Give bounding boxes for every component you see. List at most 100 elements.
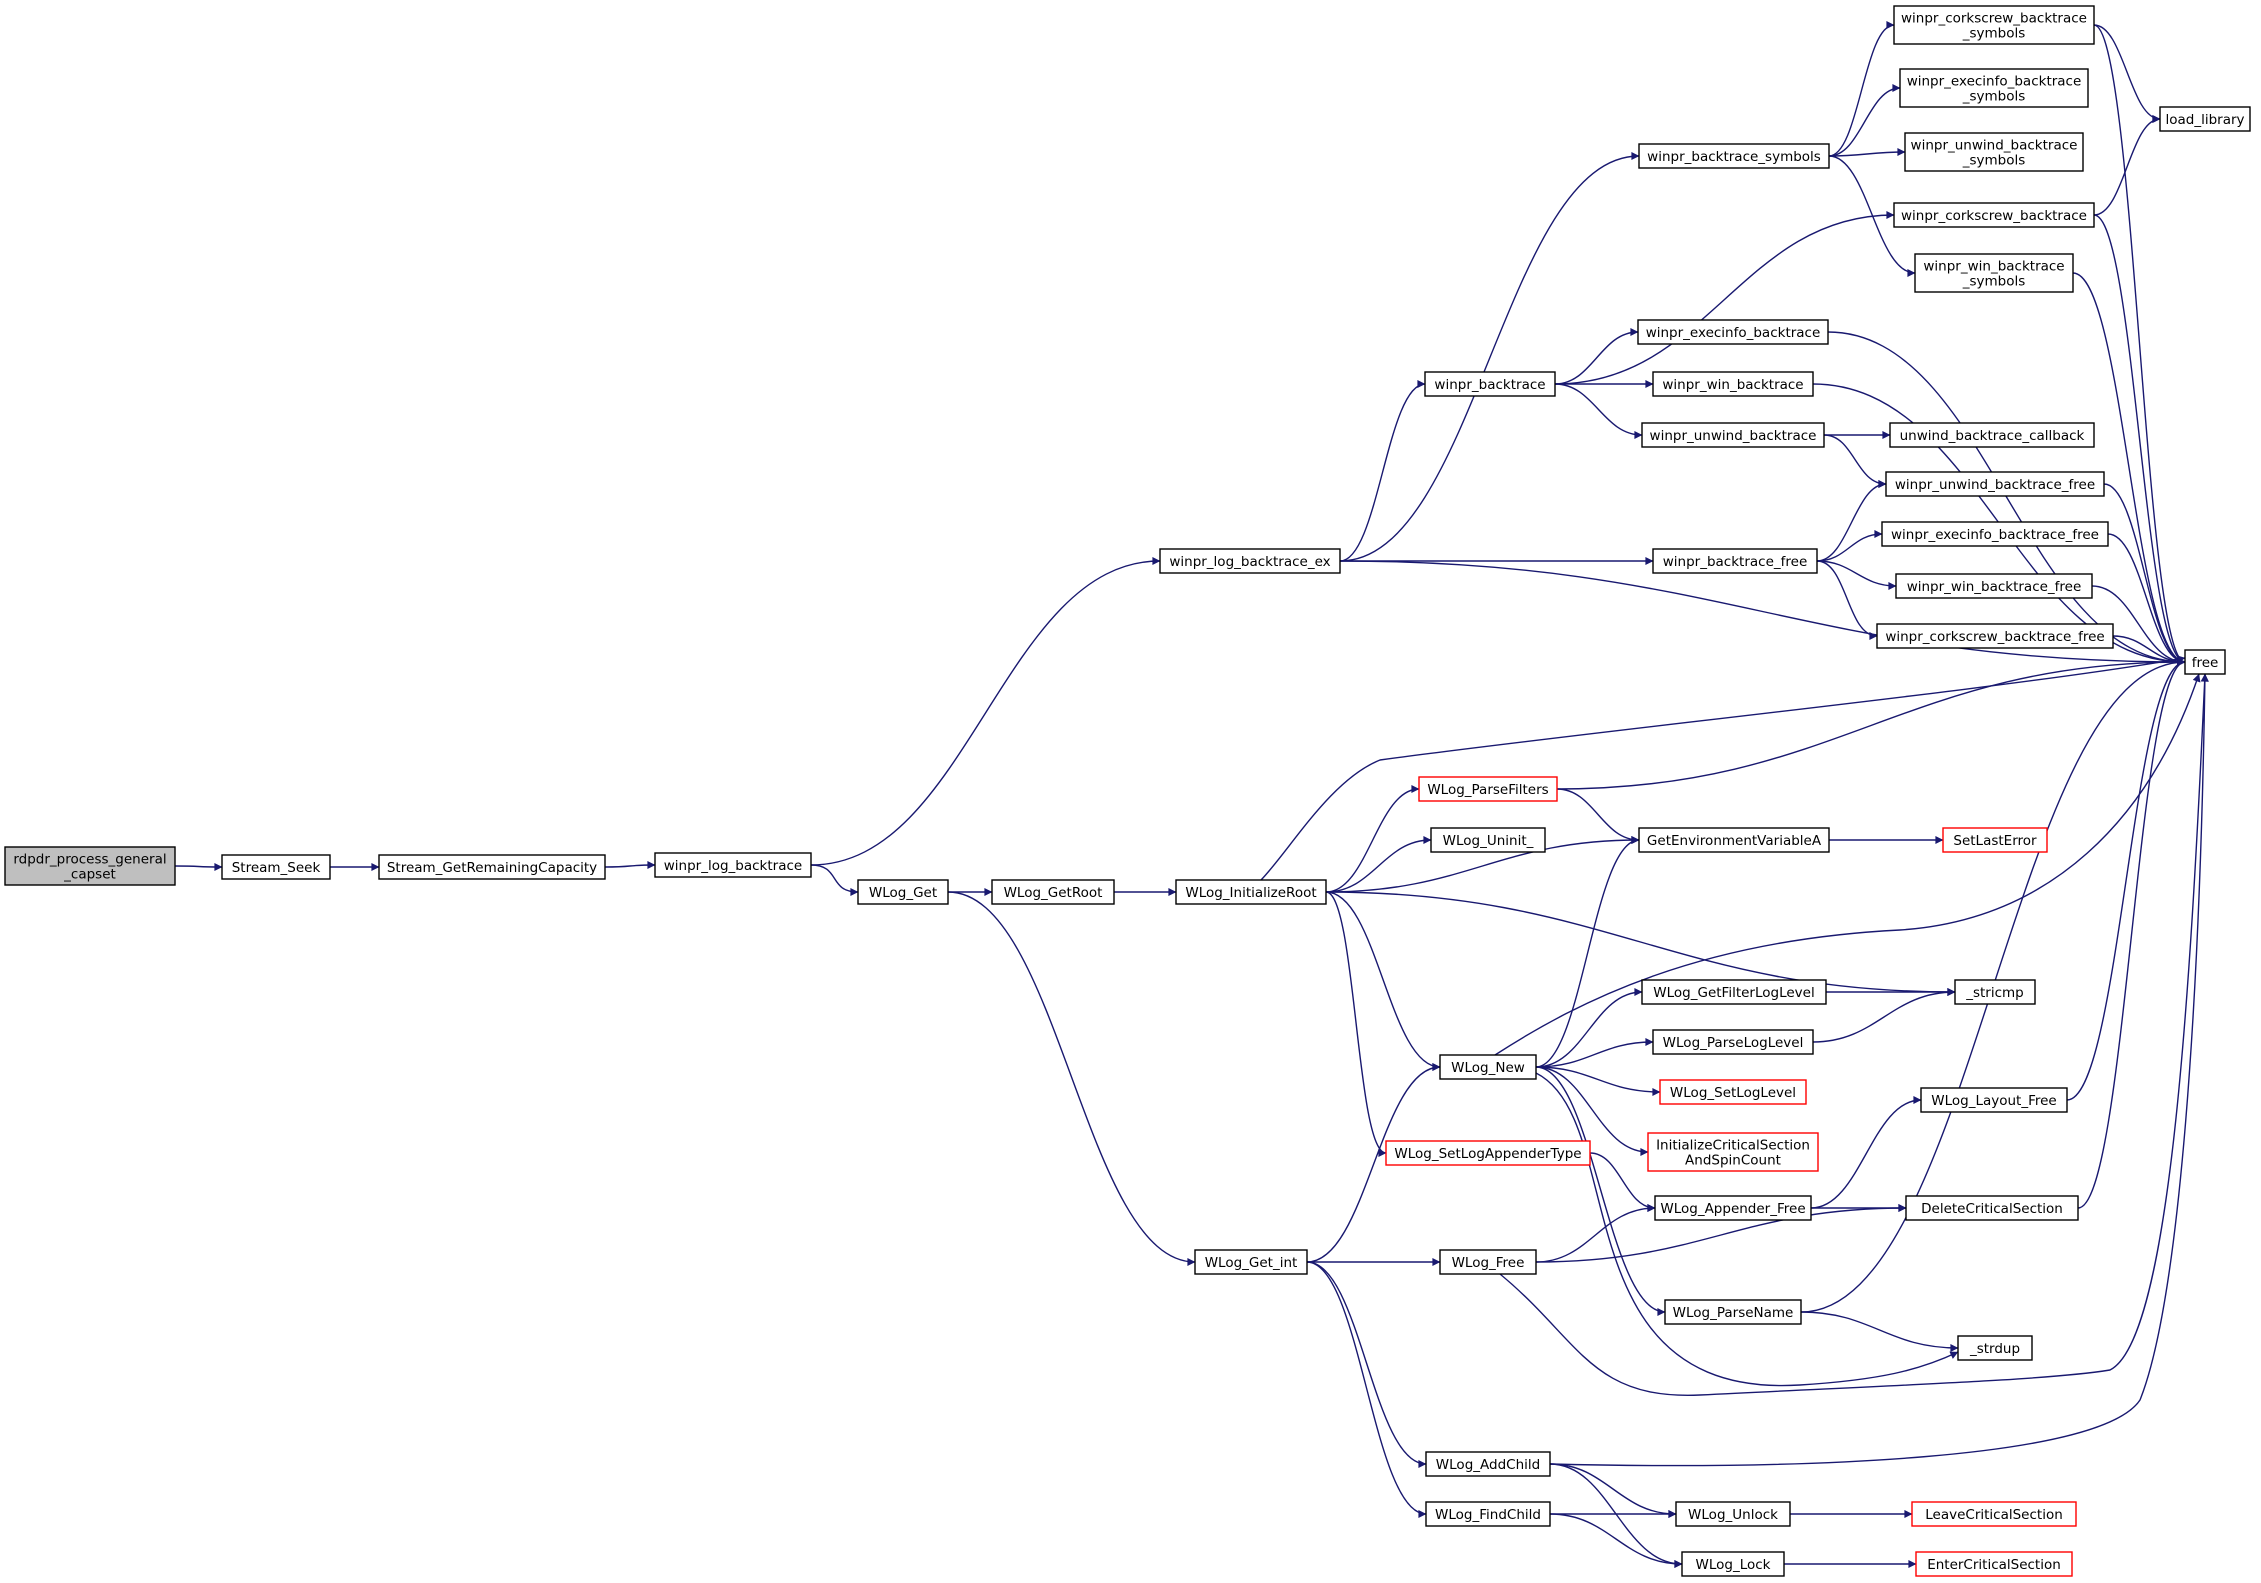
node-wlog-new[interactable]: WLog_New [1439, 1054, 1537, 1080]
node-delete-critical-section[interactable]: DeleteCriticalSection [1905, 1195, 2079, 1221]
node-wlog-get-root[interactable]: WLog_GetRoot [991, 879, 1115, 905]
node-winpr-execinfo-backtrace-symbols[interactable]: winpr_execinfo_backtrace_symbols [1899, 68, 2089, 108]
node-label: _symbols [1962, 89, 2026, 105]
node-wlog-initialize-root[interactable]: WLog_InitializeRoot [1175, 879, 1327, 905]
node-box [1915, 1551, 2073, 1577]
node-winpr-backtrace-free[interactable]: winpr_backtrace_free [1652, 548, 1818, 574]
node-label: winpr_corkscrew_backtrace_free [1885, 629, 2104, 645]
node-winpr-execinfo-backtrace-free[interactable]: winpr_execinfo_backtrace_free [1881, 521, 2109, 547]
edge-winpr-log-backtrace-to-wlog-get [810, 864, 859, 896]
node-box [1439, 1249, 1537, 1275]
node-wlog-uninit[interactable]: WLog_Uninit_ [1430, 827, 1546, 853]
node-wlog-set-log-level[interactable]: WLog_SetLogLevel [1659, 1079, 1807, 1105]
node-winpr-unwind-backtrace-free[interactable]: winpr_unwind_backtrace_free [1885, 471, 2105, 497]
node-wlog-parse-filters[interactable]: WLog_ParseFilters [1418, 776, 1558, 802]
node-box [1418, 776, 1558, 802]
node-enter-critical-section[interactable]: EnterCriticalSection [1915, 1551, 2073, 1577]
node-box [1385, 1140, 1591, 1166]
edge-wlog-new-to-wlog-parse-name [1535, 1066, 1666, 1316]
node-box [857, 879, 949, 905]
node-winpr-log-backtrace[interactable]: winpr_log_backtrace [654, 852, 812, 878]
node-box [1889, 422, 2095, 448]
node-rdpdr-process-general-capset[interactable]: rdpdr_process_general_capset [4, 846, 176, 886]
node-box [1895, 573, 2093, 599]
node-box [1664, 1299, 1802, 1325]
node-set-last-error[interactable]: SetLastError [1942, 827, 2048, 853]
edge-wlog-initialize-root-to-wlog-uninit [1325, 836, 1432, 893]
node-label: SetLastError [1953, 833, 2037, 849]
node-wlog-add-child[interactable]: WLog_AddChild [1425, 1451, 1551, 1477]
edge-wlog-find-child-to-wlog-lock [1549, 1513, 1683, 1568]
edge-wlog-get-int-to-wlog-new [1306, 1063, 1441, 1263]
node-box [1194, 1249, 1308, 1275]
node-box [1876, 623, 2114, 649]
node-label: winpr_win_backtrace [1923, 259, 2064, 275]
node-winpr-win-backtrace-free[interactable]: winpr_win_backtrace_free [1895, 573, 2093, 599]
node-box [1641, 979, 1827, 1005]
node-label: unwind_backtrace_callback [1900, 428, 2085, 444]
node-load-library[interactable]: load_library [2159, 106, 2251, 132]
node-wlog-find-child[interactable]: WLog_FindChild [1425, 1501, 1551, 1527]
node-wlog-appender-free[interactable]: WLog_Appender_Free [1654, 1195, 1812, 1221]
edge-wlog-new-to-get-environment-variable-a [1535, 836, 1640, 1068]
node-wlog-get[interactable]: WLog_Get [857, 879, 949, 905]
node-winpr-backtrace[interactable]: winpr_backtrace [1424, 371, 1556, 397]
node-label: DeleteCriticalSection [1921, 1201, 2063, 1217]
edge-wlog-new-to-wlog-parse-log-level [1535, 1038, 1654, 1068]
node-stream-seek[interactable]: Stream_Seek [221, 854, 331, 880]
node-free[interactable]: free [2184, 649, 2226, 675]
node-stricmp[interactable]: _stricmp [1954, 979, 2036, 1005]
node-stream-get-remaining-capacity[interactable]: Stream_GetRemainingCapacity [378, 854, 606, 880]
edge-wlog-free-to-free [1499, 673, 2209, 1396]
node-wlog-lock[interactable]: WLog_Lock [1681, 1551, 1785, 1577]
node-winpr-win-backtrace[interactable]: winpr_win_backtrace [1652, 371, 1814, 397]
node-wlog-set-log-appender-type[interactable]: WLog_SetLogAppenderType [1385, 1140, 1591, 1166]
node-box [1893, 5, 2095, 45]
edge-winpr-backtrace-to-winpr-execinfo-backtrace [1554, 328, 1639, 385]
edge-winpr-log-backtrace-ex-to-free [1339, 560, 2186, 666]
edge-winpr-backtrace-symbols-to-winpr-unwind-backtrace-symbols [1828, 148, 1906, 157]
node-strdup[interactable]: _strdup [1957, 1335, 2033, 1361]
node-wlog-layout-free[interactable]: WLog_Layout_Free [1920, 1087, 2068, 1113]
edge-wlog-add-child-to-free [1549, 673, 2209, 1467]
node-wlog-free[interactable]: WLog_Free [1439, 1249, 1537, 1275]
edge-wlog-free-to-delete-critical-section [1535, 1204, 1907, 1263]
node-label: InitializeCriticalSection [1656, 1138, 1810, 1154]
edge-rdpdr-process-general-capset-to-stream-seek [174, 862, 223, 871]
node-winpr-backtrace-symbols[interactable]: winpr_backtrace_symbols [1638, 143, 1830, 169]
edge-wlog-initialize-root-to-free [1260, 655, 2186, 881]
node-winpr-log-backtrace-ex[interactable]: winpr_log_backtrace_ex [1159, 548, 1341, 574]
node-label: winpr_win_backtrace [1662, 377, 1803, 393]
node-winpr-unwind-backtrace[interactable]: winpr_unwind_backtrace [1641, 422, 1825, 448]
node-wlog-parse-log-level[interactable]: WLog_ParseLogLevel [1652, 1029, 1814, 1055]
node-unwind-backtrace-callback[interactable]: unwind_backtrace_callback [1889, 422, 2095, 448]
node-wlog-get-filter-log-level[interactable]: WLog_GetFilterLogLevel [1641, 979, 1827, 1005]
node-winpr-unwind-backtrace-symbols[interactable]: winpr_unwind_backtrace_symbols [1904, 132, 2084, 172]
node-wlog-unlock[interactable]: WLog_Unlock [1675, 1501, 1791, 1527]
node-box [1637, 319, 1829, 345]
node-get-environment-variable-a[interactable]: GetEnvironmentVariableA [1638, 827, 1830, 853]
node-box [378, 854, 606, 880]
node-winpr-corkscrew-backtrace-free[interactable]: winpr_corkscrew_backtrace_free [1876, 623, 2114, 649]
node-label: WLog_Layout_Free [1931, 1093, 2057, 1109]
node-winpr-corkscrew-backtrace-symbols[interactable]: winpr_corkscrew_backtrace_symbols [1893, 5, 2095, 45]
node-box [4, 846, 176, 886]
node-winpr-corkscrew-backtrace[interactable]: winpr_corkscrew_backtrace [1893, 202, 2095, 228]
edge-wlog-new-to-initialize-critical-section-and-spin-count [1535, 1066, 1649, 1156]
node-label: WLog_New [1451, 1060, 1525, 1076]
node-box [1652, 371, 1814, 397]
node-label: winpr_execinfo_backtrace [1907, 74, 2082, 90]
node-wlog-parse-name[interactable]: WLog_ParseName [1664, 1299, 1802, 1325]
node-label: WLog_ParseFilters [1427, 782, 1548, 798]
edge-winpr-corkscrew-backtrace-free-to-free [2112, 635, 2186, 666]
node-winpr-win-backtrace-symbols[interactable]: winpr_win_backtrace_symbols [1914, 253, 2074, 293]
node-box [1957, 1335, 2033, 1361]
edge-wlog-new-to-strdup [1535, 1072, 1959, 1387]
node-box [221, 854, 331, 880]
node-label: winpr_unwind_backtrace [1911, 138, 2078, 154]
node-wlog-get-int[interactable]: WLog_Get_int [1194, 1249, 1308, 1275]
node-leave-critical-section[interactable]: LeaveCriticalSection [1911, 1501, 2077, 1527]
node-winpr-execinfo-backtrace[interactable]: winpr_execinfo_backtrace [1637, 319, 1829, 345]
